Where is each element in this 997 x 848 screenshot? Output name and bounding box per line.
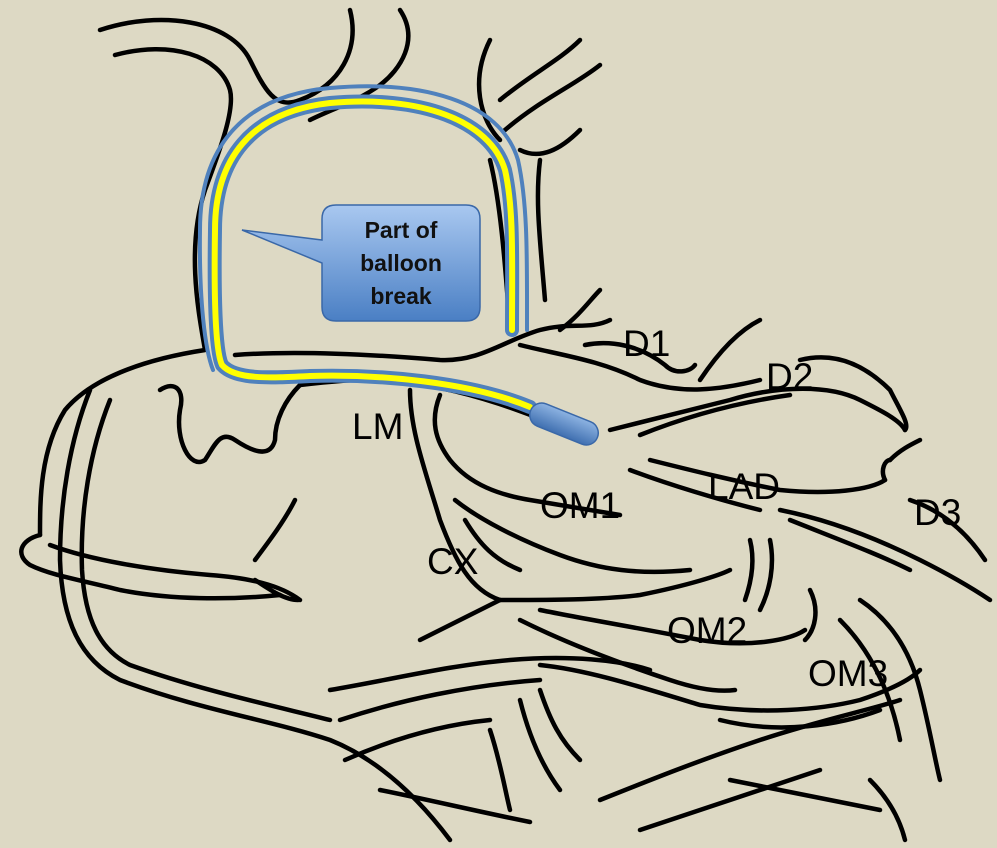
- label-d1: D1: [623, 325, 670, 362]
- label-d3: D3: [914, 494, 961, 531]
- label-lad: LAD: [708, 468, 780, 505]
- label-om2: OM2: [667, 612, 747, 649]
- label-om1: OM1: [540, 487, 620, 524]
- callout-line-3: break: [360, 280, 442, 313]
- label-d2: D2: [766, 358, 813, 395]
- balloon: [526, 399, 602, 448]
- posterior-loop-vessels: [21, 390, 905, 840]
- callout-line-2: balloon: [360, 247, 442, 280]
- callout-line-1: Part of: [360, 214, 442, 247]
- callout-text: Part of balloon break: [322, 205, 480, 321]
- label-lm: LM: [352, 408, 403, 445]
- label-om3: OM3: [808, 655, 888, 692]
- label-cx: CX: [427, 543, 478, 580]
